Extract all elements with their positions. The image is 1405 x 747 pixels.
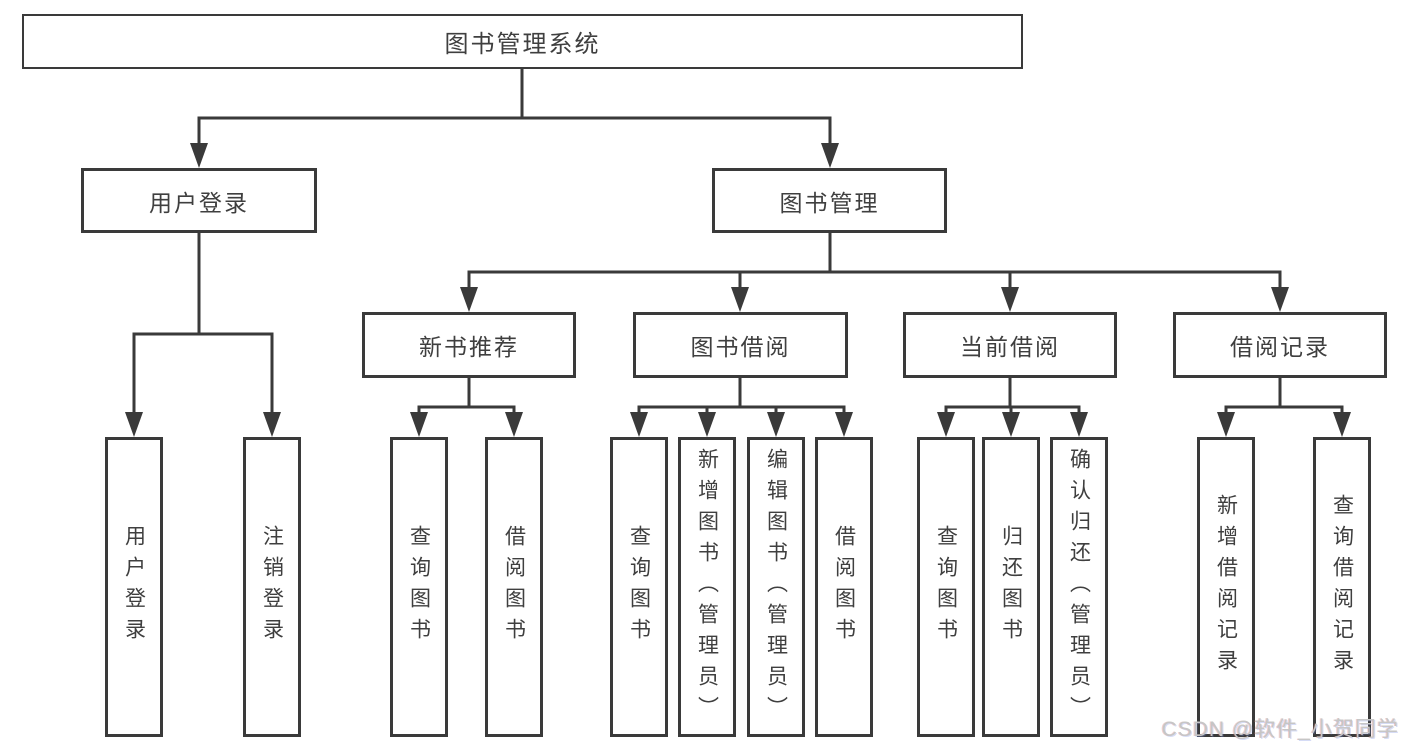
node-borrow-records: 借阅记录 <box>1173 312 1387 378</box>
node-label: 查询图书 <box>627 525 651 649</box>
node-query-books-current: 查询图书 <box>917 437 975 737</box>
watermark-text: CSDN @软件_小贺同学 <box>1161 718 1399 741</box>
node-leaf-user-login: 用户登录 <box>105 437 163 737</box>
node-label: 图书管理系统 <box>444 31 601 58</box>
arrowhead-icons <box>125 143 1351 437</box>
node-book-borrow: 图书借阅 <box>633 312 848 378</box>
node-new-book-recommend: 新书推荐 <box>362 312 576 378</box>
node-root: 图书管理系统 <box>22 14 1023 69</box>
node-label: 新增借阅记录 <box>1214 494 1238 680</box>
node-book-management: 图书管理 <box>712 168 947 233</box>
node-borrow-books: 借阅图书 <box>815 437 873 737</box>
node-label: 归还图书 <box>999 525 1023 649</box>
node-label: 查询图书 <box>934 525 958 649</box>
node-user-login: 用户登录 <box>81 168 317 233</box>
node-current-borrow: 当前借阅 <box>903 312 1117 378</box>
node-label: 查询图书 <box>407 525 431 649</box>
node-query-books-recommend: 查询图书 <box>390 437 448 737</box>
node-add-book-admin: 新增图书（管理员） <box>678 437 736 737</box>
node-borrow-books-recommend: 借阅图书 <box>485 437 543 737</box>
node-return-book: 归还图书 <box>982 437 1040 737</box>
node-label: 图书管理 <box>779 189 880 216</box>
node-label: 用户登录 <box>149 189 249 216</box>
node-label: 编辑图书（管理员） <box>764 447 788 727</box>
node-label: 图书借阅 <box>690 334 791 360</box>
node-label: 注销登录 <box>260 525 284 649</box>
node-leaf-logout: 注销登录 <box>243 437 301 737</box>
node-label: 借阅图书 <box>502 525 526 649</box>
node-confirm-return-admin: 确认归还（管理员） <box>1050 437 1108 737</box>
node-edit-book-admin: 编辑图书（管理员） <box>747 437 805 737</box>
node-label: 当前借阅 <box>960 334 1060 360</box>
node-label: 用户登录 <box>122 525 146 649</box>
node-label: 借阅记录 <box>1230 334 1330 360</box>
node-label: 确认归还（管理员） <box>1067 447 1091 727</box>
node-label: 查询借阅记录 <box>1330 494 1354 680</box>
node-label: 新书推荐 <box>419 334 519 360</box>
node-query-books-borrow: 查询图书 <box>610 437 668 737</box>
node-query-borrow-record: 查询借阅记录 <box>1313 437 1371 737</box>
node-add-borrow-record: 新增借阅记录 <box>1197 437 1255 737</box>
node-label: 借阅图书 <box>832 525 856 649</box>
node-label: 新增图书（管理员） <box>695 447 719 727</box>
